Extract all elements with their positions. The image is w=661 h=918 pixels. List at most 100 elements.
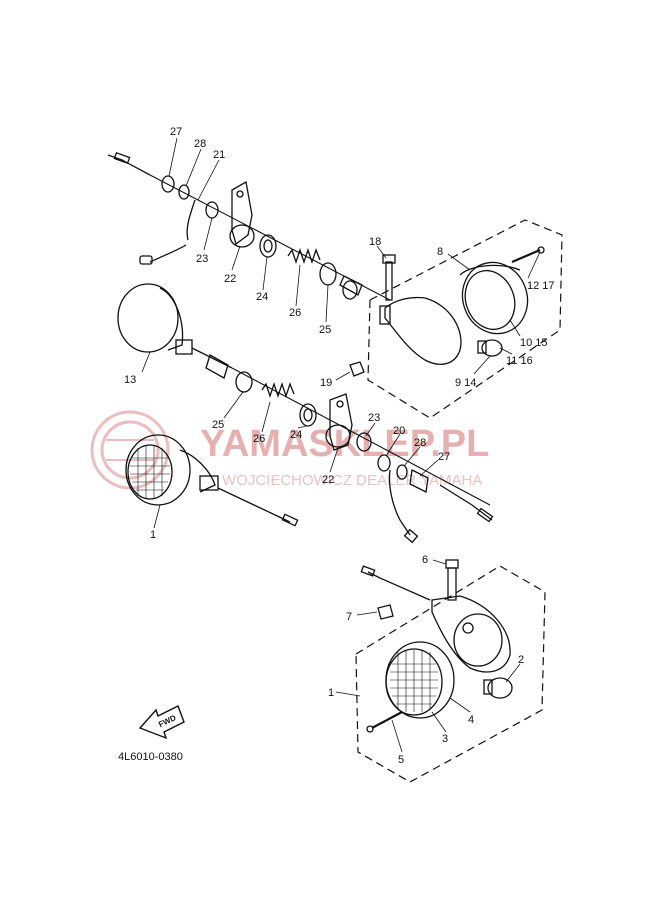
lamp-1-lens-pattern (130, 446, 170, 498)
screw-12-head (537, 246, 545, 254)
flasher-stem-rear (379, 305, 391, 325)
lamp-13-neck (159, 287, 184, 351)
bolt-6 (447, 567, 457, 601)
lens-cap-rear (459, 264, 521, 276)
washer-28-lower (396, 464, 408, 480)
callout-12-17: 12 17 (527, 280, 555, 292)
screw-5 (371, 711, 403, 729)
callout-24-lower: 24 (290, 429, 302, 441)
callout-26-lower: 26 (253, 433, 265, 445)
callout-13: 13 (124, 374, 136, 386)
callout-22-upper: 22 (224, 273, 236, 285)
callout-27-lower: 27 (438, 451, 450, 463)
flasher-assy-box-upper (367, 219, 563, 419)
screw-12-rear (511, 248, 541, 264)
callout-25-lower: 25 (212, 419, 224, 431)
callout-19: 19 (320, 377, 332, 389)
callout-labels: 27 28 21 23 22 24 26 25 18 8 12 17 10 15… (124, 126, 555, 766)
leader-lines (141, 137, 541, 753)
flasher-body-rear (384, 296, 462, 365)
wire-lead-front (367, 571, 431, 601)
part-code: 4L6010-0380 (118, 751, 183, 763)
callout-23-lower: 23 (368, 412, 380, 424)
wire-lead-upper (107, 154, 151, 176)
wire-21 (186, 199, 196, 241)
callout-21: 21 (213, 149, 225, 161)
lamp-1-wire (217, 487, 291, 523)
callout-2: 2 (518, 654, 524, 666)
axis-line-mid (191, 347, 233, 369)
callout-27-upper: 27 (170, 126, 182, 138)
watermark-subtext: WOJCIECHOWICZ DEALER YAMAHA (222, 472, 482, 489)
upper-assembly (107, 151, 563, 419)
spring-26-upper (287, 247, 321, 265)
lamp-1-neck (179, 449, 216, 493)
collar-25-lower (235, 371, 253, 393)
callout-22-lower: 22 (322, 474, 334, 486)
callout-9-14: 9 14 (455, 377, 476, 389)
callout-6: 6 (422, 554, 428, 566)
bracket-hole-upper (236, 190, 244, 198)
nut-19 (349, 361, 365, 377)
callout-28-upper: 28 (194, 138, 206, 150)
flasher-socket-front (453, 613, 503, 667)
wire-terminal-upper (113, 151, 131, 165)
ground-wire-upper (149, 244, 187, 263)
washer-20 (377, 454, 391, 472)
bracket-ring-lower (325, 424, 351, 448)
callout-7: 7 (346, 611, 352, 623)
watermark-text: YAMASKLEP.PL (200, 423, 489, 465)
grommet-24-inner-lower (303, 408, 313, 422)
callout-26-upper: 26 (289, 307, 301, 319)
lamp-13 (117, 283, 233, 379)
sleeve-mid (205, 354, 229, 379)
flasher-housing-front (431, 595, 511, 673)
grommet-24-inner-upper (263, 239, 273, 253)
wire-lead-lower-terminal (476, 507, 494, 523)
callout-24-upper: 24 (256, 291, 268, 303)
bolt-18 (385, 261, 393, 301)
nut-27-lower (409, 469, 429, 493)
callout-20: 20 (393, 425, 405, 437)
bolt-18-head (382, 254, 396, 264)
lens-3-pattern (390, 650, 438, 712)
wire-lead-lower (439, 484, 493, 521)
screw-5-head (366, 725, 374, 733)
callout-18: 18 (369, 236, 381, 248)
lens-rim-rear (461, 261, 529, 335)
callout-1-lower: 1 (328, 687, 334, 699)
callout-8: 8 (437, 246, 443, 258)
callout-28-lower: 28 (414, 437, 426, 449)
bulb-9-rear (481, 339, 503, 357)
bracket-hole-lower (336, 400, 344, 408)
flasher-assy-box-lower (355, 565, 546, 783)
ground-terminal-upper (139, 255, 153, 265)
lens-3 (385, 648, 443, 716)
lamp-13-mount (175, 339, 193, 355)
bulb-9-base (477, 340, 487, 354)
bolt-6-head (445, 559, 459, 569)
wire-lead-front-terminal (360, 565, 376, 577)
bulb-2 (487, 677, 513, 699)
nut-27-upper (161, 175, 175, 193)
lamp-1-shell (125, 434, 191, 506)
lens-rear (464, 269, 516, 331)
callout-11-16: 11 16 (506, 355, 533, 367)
sleeve-upper (339, 275, 363, 296)
lower-assembly (355, 559, 546, 783)
middle-assembly (231, 367, 494, 544)
callout-5: 5 (398, 754, 404, 766)
washer-23-lower (356, 432, 372, 452)
grommet-24-lower (299, 403, 317, 427)
bracket-22-lower (329, 393, 353, 451)
callout-3: 3 (442, 733, 448, 745)
callout-23-upper: 23 (196, 253, 208, 265)
grommet-24-upper (259, 234, 277, 258)
callout-25-upper: 25 (319, 324, 331, 336)
axis-line-lower (231, 367, 491, 506)
nut-7 (377, 604, 394, 620)
collar-25-upper (319, 262, 337, 286)
watermark-logo (90, 410, 170, 490)
lamp-1-mount (199, 475, 219, 491)
